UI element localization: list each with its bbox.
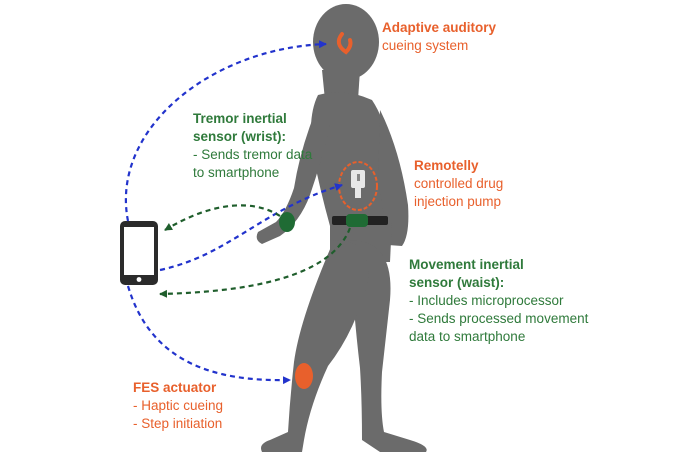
label-fes-title: FES actuator xyxy=(133,380,217,395)
label-movement: Movement inertial sensor (waist): - Incl… xyxy=(409,256,588,346)
connector-waist-to-phone xyxy=(159,227,352,298)
label-fes-line2: - Step initiation xyxy=(133,416,223,431)
label-fes: FES actuator - Haptic cueing - Step init… xyxy=(133,379,223,433)
label-auditory-line2: cueing system xyxy=(382,38,469,53)
connector-phone-to-auditory xyxy=(125,40,327,222)
label-movement-title1: Movement inertial xyxy=(409,257,524,272)
label-tremor-title2: sensor (wrist): xyxy=(193,129,287,144)
label-tremor: Tremor inertial sensor (wrist): - Sends … xyxy=(193,110,312,182)
label-movement-line3: data to smartphone xyxy=(409,329,526,344)
label-tremor-line1: - Sends tremor data xyxy=(193,147,313,162)
label-pump-line1: controlled drug xyxy=(414,176,504,191)
label-pump-title: Remotelly xyxy=(414,158,479,173)
label-tremor-line2: to smartphone xyxy=(193,165,280,180)
connector-phone-to-fes xyxy=(126,285,291,385)
human-figure xyxy=(256,4,427,452)
waist-sensor-icon xyxy=(346,214,368,227)
label-movement-line2: - Sends processed movement xyxy=(409,311,589,326)
label-movement-title2: sensor (waist): xyxy=(409,275,505,290)
label-auditory: Adaptive auditory cueing system xyxy=(382,19,496,55)
smartphone-icon xyxy=(120,221,158,285)
connector-wrist-to-phone xyxy=(164,204,281,231)
label-pump: Remotelly controlled drug injection pump xyxy=(414,157,503,211)
label-pump-line2: injection pump xyxy=(414,194,502,209)
connector-phone-to-pump xyxy=(159,183,343,272)
wrist-sensor-icon xyxy=(279,212,295,232)
fes-actuator-icon xyxy=(295,363,313,389)
label-movement-line1: - Includes microprocessor xyxy=(409,293,564,308)
label-fes-line1: - Haptic cueing xyxy=(133,398,224,413)
label-auditory-title: Adaptive auditory xyxy=(382,20,497,35)
label-tremor-title1: Tremor inertial xyxy=(193,111,287,126)
auditory-icon xyxy=(336,32,353,55)
